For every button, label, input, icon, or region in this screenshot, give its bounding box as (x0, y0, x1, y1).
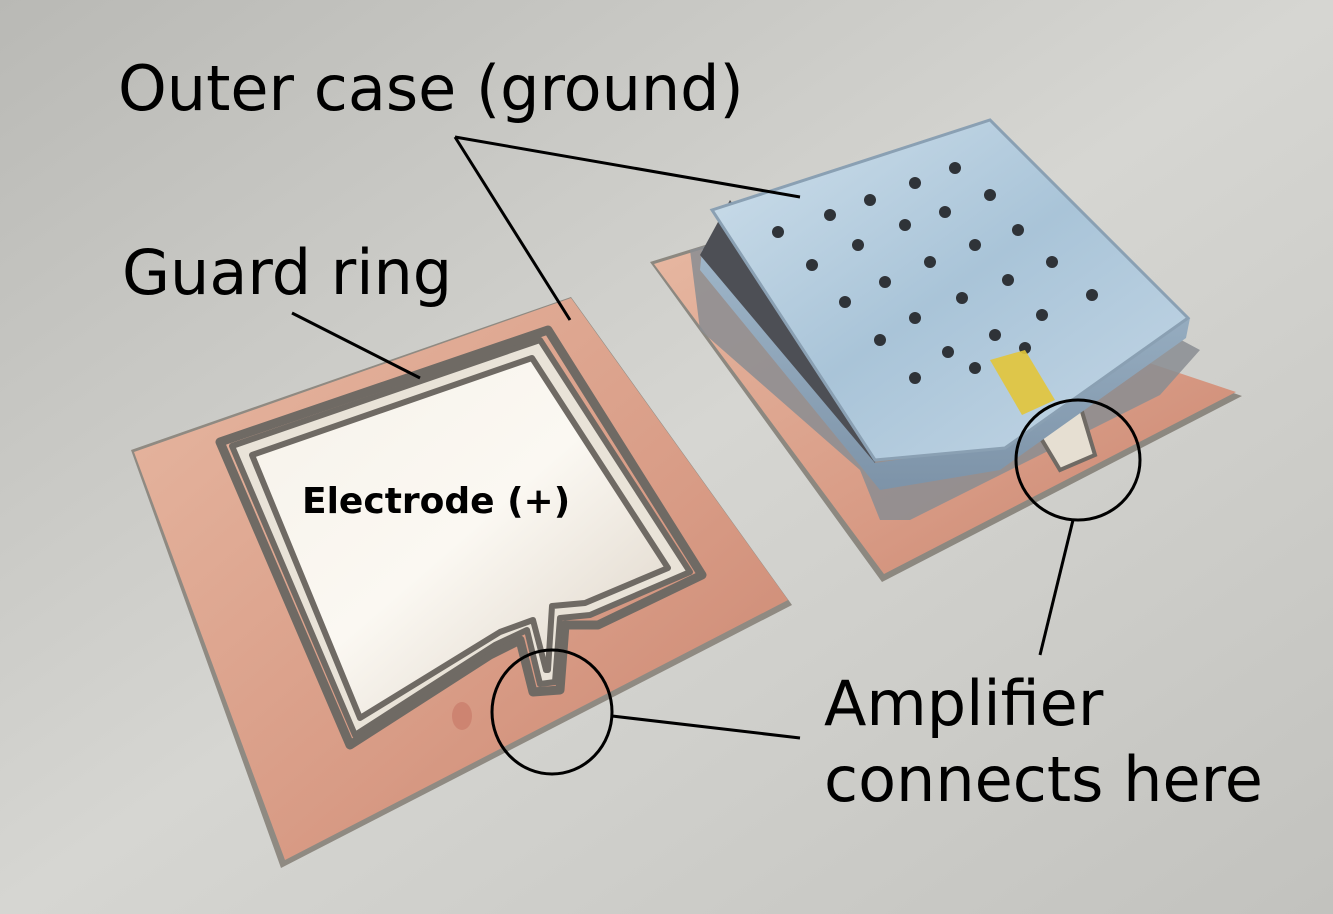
guard-ring-pointer (291, 311, 421, 380)
case-vent-holes (772, 162, 1098, 384)
guard-ring-trace (215, 325, 707, 750)
electrode-label: Electrode (+) (302, 481, 571, 522)
outer-case-pointer (453, 135, 801, 321)
left-connection-circle (490, 648, 614, 776)
guard-ring-label: Guard ring (122, 236, 453, 309)
left-amplifier-pointer (611, 714, 801, 740)
right-amplifier-pointer (1038, 519, 1075, 656)
electrode-pad (249, 355, 671, 721)
annotation-lines (291, 135, 1142, 776)
right-connection-circle (1014, 398, 1142, 522)
outer-case-label: Outer case (ground) (118, 52, 744, 125)
left-pcb-board (131, 297, 792, 868)
amplifier-label: Amplifier connects here (824, 666, 1263, 817)
amplifier-label-line2: connects here (824, 742, 1263, 816)
right-pcb-board (650, 118, 1242, 582)
amplifier-label-line1: Amplifier (824, 667, 1104, 740)
